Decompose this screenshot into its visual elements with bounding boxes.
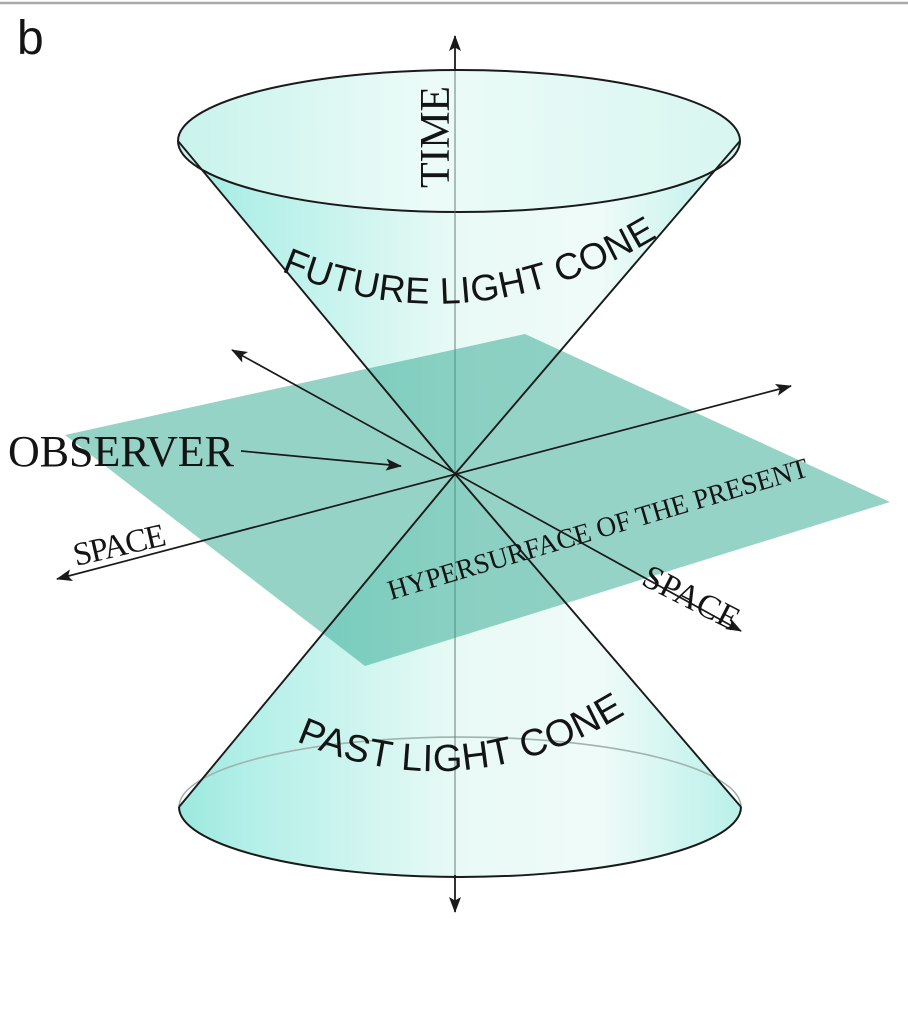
space-label-right: SPACE xyxy=(636,558,745,638)
axes xyxy=(56,35,792,913)
space-label-left: SPACE xyxy=(70,518,170,574)
future-light-cone-body xyxy=(178,141,740,474)
past-cone-front-rim xyxy=(178,806,742,878)
time-axis-label: TIME xyxy=(413,86,459,188)
future-cone-opening-ellipse xyxy=(177,69,741,213)
past-light-cone-body xyxy=(179,474,741,877)
panel-label: b xyxy=(17,12,44,65)
observer-arrow xyxy=(240,450,402,471)
space-axis-lowerleft-upperright xyxy=(56,384,792,581)
past-cone-hidden-back-rim xyxy=(178,736,742,808)
observer-label: OBSERVER xyxy=(8,427,235,476)
